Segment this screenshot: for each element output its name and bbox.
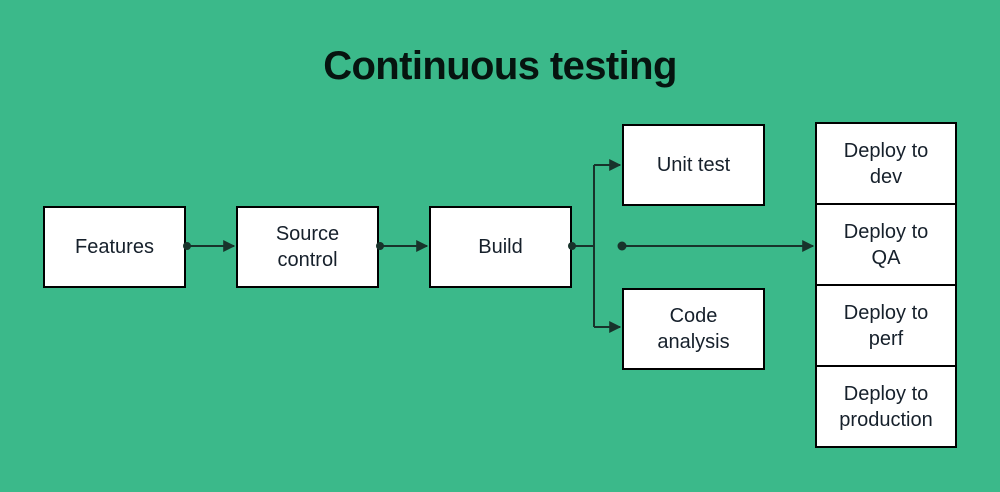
node-deploy-qa-label: Deploy to QA	[840, 219, 933, 271]
node-deploy-qa-label-line2: QA	[871, 246, 901, 269]
node-source-control-label-line2: control	[277, 249, 338, 271]
node-deploy-dev-label-line1: Deploy to	[843, 139, 929, 162]
edge-features-to-source-control	[183, 240, 236, 252]
node-deploy-dev[interactable]: Deploy to dev	[817, 124, 955, 205]
node-deploy-perf[interactable]: Deploy to perf	[817, 286, 955, 367]
node-unit-test[interactable]: Unit test	[622, 124, 765, 206]
edge-source-dot	[617, 241, 627, 251]
node-source-control[interactable]: Source control	[236, 206, 379, 288]
node-code-analysis-label-line1: Code	[669, 305, 718, 327]
node-deploy-production[interactable]: Deploy to production	[817, 367, 955, 446]
page-title: Continuous testing	[323, 44, 677, 88]
node-deploy-perf-label: Deploy to perf	[840, 300, 933, 352]
node-deploy-production-label: Deploy to production	[835, 381, 936, 433]
node-deploy-production-label-line2: production	[839, 408, 933, 431]
node-deploy-production-label-line1: Deploy to	[843, 382, 929, 405]
node-deploy-qa-label-line1: Deploy to	[843, 220, 929, 243]
node-deploy-perf-label-line2: perf	[868, 327, 904, 350]
node-code-analysis[interactable]: Code analysis	[622, 288, 765, 370]
node-deploy-dev-label: Deploy to dev	[840, 138, 933, 190]
node-features[interactable]: Features	[43, 206, 186, 288]
node-build[interactable]: Build	[429, 206, 572, 288]
node-deploy-dev-label-line2: dev	[869, 165, 903, 188]
node-code-analysis-label: Code analysis	[651, 303, 735, 355]
deploy-stack: Deploy to dev Deploy to QA Deploy to per…	[815, 122, 957, 448]
node-features-label: Features	[75, 236, 154, 258]
edge-build-to-deploy-qa	[617, 240, 815, 252]
node-unit-test-label: Unit test	[656, 154, 731, 176]
node-source-control-label: Source control	[270, 221, 345, 273]
node-deploy-perf-label-line1: Deploy to	[843, 301, 929, 324]
node-deploy-qa[interactable]: Deploy to QA	[817, 205, 955, 286]
node-build-label: Build	[478, 236, 523, 258]
node-source-control-label-line1: Source	[275, 223, 340, 245]
edge-source-control-to-build	[376, 240, 429, 252]
node-code-analysis-label-line2: analysis	[657, 331, 730, 353]
